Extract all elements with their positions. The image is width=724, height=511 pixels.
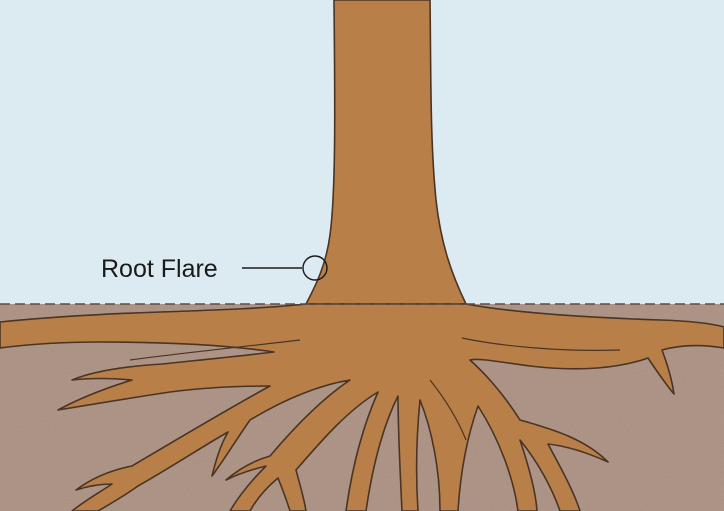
root-contour bbox=[429, 379, 467, 441]
callout-marker-circle bbox=[302, 255, 328, 281]
root-contour bbox=[129, 339, 301, 361]
root-contour bbox=[461, 337, 621, 351]
root-flare-callout: Root Flare bbox=[101, 255, 328, 283]
callout-label: Root Flare bbox=[101, 255, 218, 283]
root-system bbox=[0, 303, 724, 511]
